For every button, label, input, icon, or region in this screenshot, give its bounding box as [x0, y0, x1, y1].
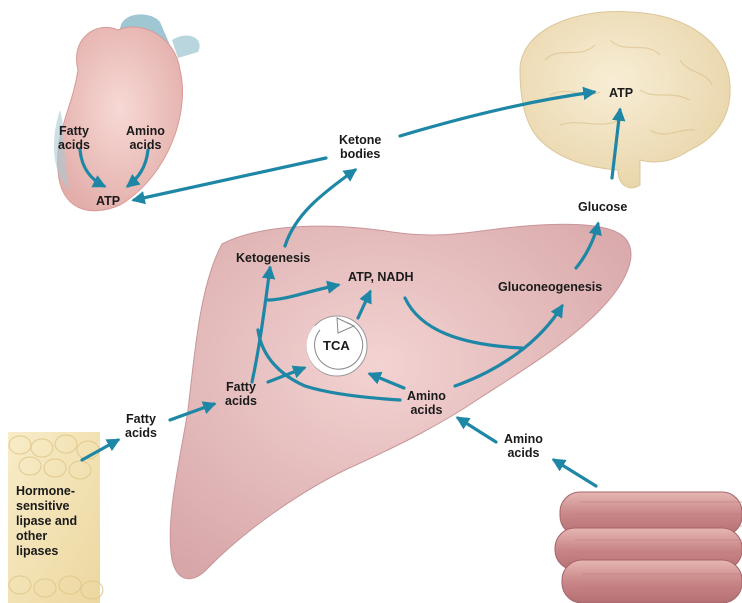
tca-label: TCA — [323, 339, 350, 353]
heart-atp-label: ATP — [96, 194, 120, 208]
arrow-amino-acids-to-liver — [458, 418, 496, 442]
liver-fatty-acids-label: Fatty acids — [225, 380, 257, 408]
muscle-amino-acids-label: Amino acids — [504, 432, 543, 460]
glucose-label: Glucose — [578, 200, 627, 214]
brain-atp-label: ATP — [609, 86, 633, 100]
ketone-bodies-label: Ketone bodies — [339, 133, 381, 161]
adipose-fatty-acids-label: Fatty acids — [125, 412, 157, 440]
heart-illustration — [54, 14, 200, 210]
arrow-muscle-to-amino-acids — [554, 460, 596, 486]
arrow-ketone-bodies-to-heart-atp — [134, 158, 326, 200]
liver-amino-acids-label: Amino acids — [407, 389, 446, 417]
heart-amino-acids-label: Amino acids — [126, 124, 165, 152]
ketogenesis-label: Ketogenesis — [236, 251, 310, 265]
atp-nadh-label: ATP, NADH — [348, 270, 414, 284]
lipase-label: Hormone- sensitive lipase and other lipa… — [16, 484, 77, 559]
muscle-illustration — [555, 492, 742, 603]
heart-fatty-acids-label: Fatty acids — [58, 124, 90, 152]
gluconeogenesis-label: Gluconeogenesis — [498, 280, 602, 294]
